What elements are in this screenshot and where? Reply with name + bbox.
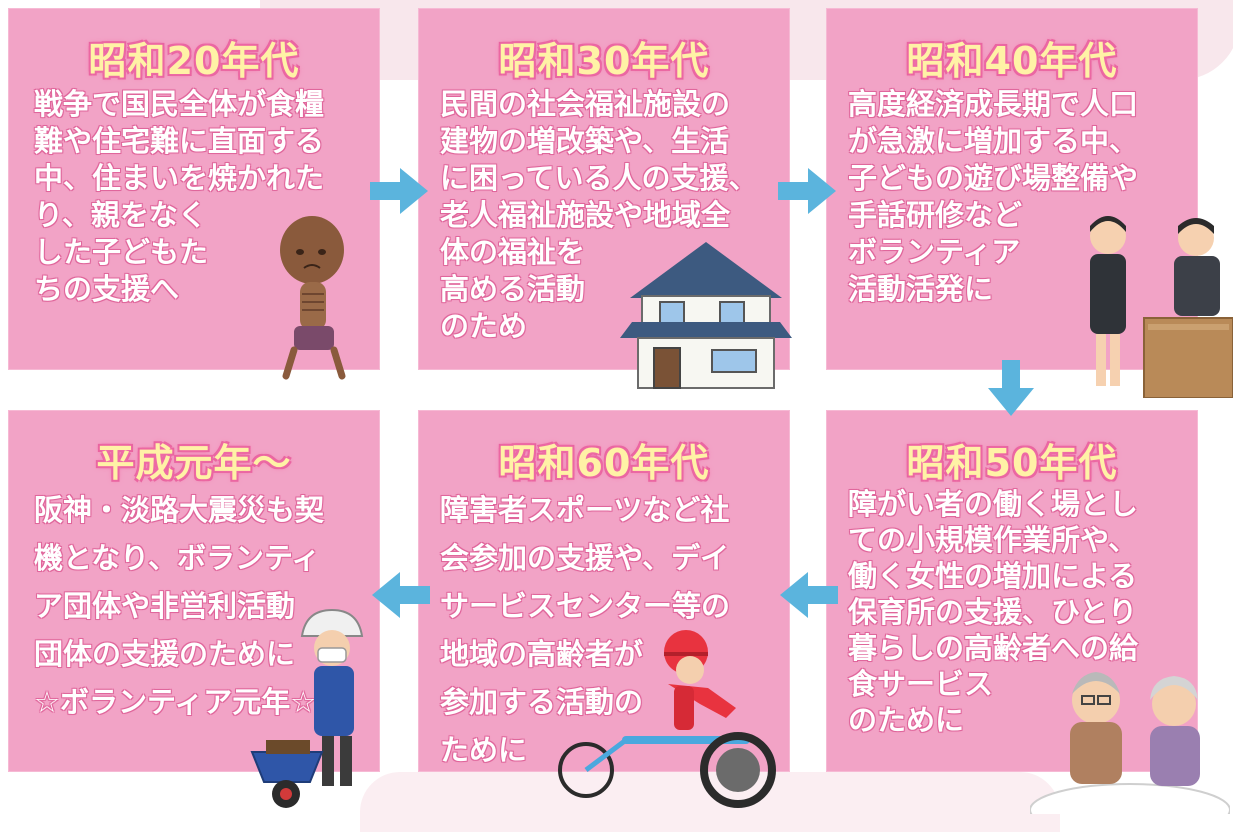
era-description: 戦争で国民全体が食糧 難や住宅難に直面する 中、住まいを焼かれた り、親をなく … <box>34 87 325 306</box>
era-description: 民間の社会福祉施設の 建物の増改築や、生活 に困っている人の支援、 老人福祉施設… <box>440 87 758 343</box>
era-description: 高度経済成長期で人口 が急激に増加する中、 子どもの遊び場整備や 手話研修など … <box>848 87 1139 306</box>
house-icon <box>620 242 792 389</box>
era-title: 昭和50年代 <box>906 441 1118 485</box>
wheelchair-racer-icon <box>558 630 776 808</box>
arrow-right-icon <box>778 168 836 214</box>
era-description: 阪神・淡路大震災も契 機となり、ボランティ ア団体や非営利活動 団体の支援のため… <box>34 493 325 719</box>
arrow-left-icon <box>780 572 838 618</box>
era-description: 障がい者の働く場とし ての小規模作業所や、 働く女性の増加による 保育所の支援、… <box>848 487 1139 737</box>
arrow-down-icon <box>988 360 1034 416</box>
era-box-showa-50s: 昭和50年代 障がい者の働く場とし ての小規模作業所や、 働く女性の増加による … <box>826 410 1198 772</box>
era-title: 昭和20年代 <box>88 39 300 83</box>
era-description: 障害者スポーツなど社 会参加の支援や、デイ サービスセンター等の 地域の高齢者が… <box>440 493 731 767</box>
era-title: 昭和60年代 <box>498 441 710 485</box>
sign-language-people-icon <box>1090 216 1233 398</box>
arrow-right-icon <box>370 168 428 214</box>
starving-child-icon <box>280 216 346 380</box>
era-box-showa-40s: 昭和40年代 高度経済成長期で人口 が急激に増加する中、 子どもの遊び場整備や … <box>826 8 1198 370</box>
era-title: 平成元年〜 <box>96 441 292 485</box>
arrow-left-icon <box>372 572 430 618</box>
elderly-couple-icon <box>1030 672 1230 814</box>
volunteer-wheelbarrow-icon <box>250 608 364 808</box>
era-title: 昭和30年代 <box>498 39 710 83</box>
era-title: 昭和40年代 <box>906 39 1118 83</box>
